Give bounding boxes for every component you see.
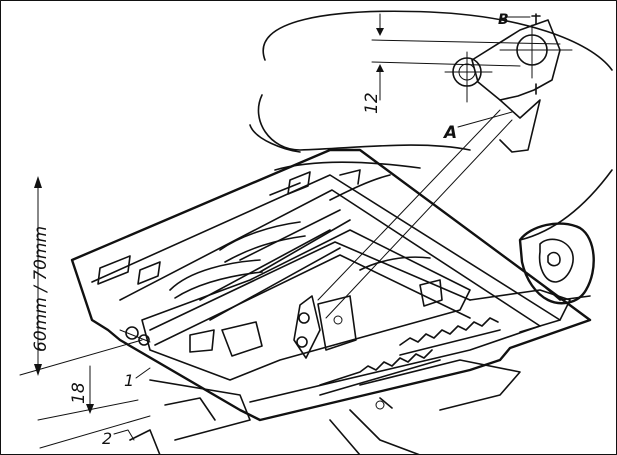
callout-1-leader (135, 367, 151, 379)
seat-base-tray (70, 148, 592, 422)
adjustment-handle (518, 222, 595, 305)
base-dimension-line (39, 415, 151, 449)
leader-line-a-2 (325, 119, 513, 319)
callout-2-label: 2 (102, 429, 112, 448)
offset-12-label: 12 (362, 92, 382, 114)
leader-line-a-1 (317, 109, 501, 301)
offset-18-dimension: 18 (37, 365, 139, 421)
callout-a-label: A (442, 123, 457, 143)
callout-1-label: 1 (124, 371, 134, 390)
pivot-bolt (119, 326, 151, 346)
lever-plate-detail: B A (442, 12, 573, 153)
callout-b-label: B (498, 12, 509, 28)
toothed-rails (319, 289, 571, 396)
offset-12-dimension: 12 (362, 13, 561, 114)
height-range-dimension: 60mm / 70mm (19, 176, 143, 376)
callout-2-leader (113, 429, 135, 441)
suspension-mechanism (169, 174, 443, 359)
height-range-label: 60mm / 70mm (31, 226, 51, 352)
offset-18-label: 18 (69, 382, 89, 404)
scissor-frame (129, 359, 521, 455)
